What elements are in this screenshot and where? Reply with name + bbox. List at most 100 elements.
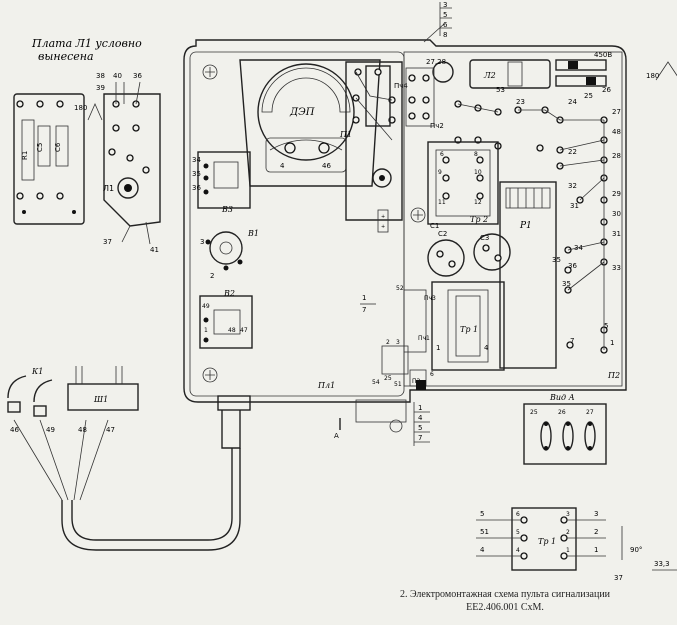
- pch2-label: Пч2: [430, 122, 444, 130]
- k1-label: К1: [31, 367, 43, 376]
- svg-text:33: 33: [612, 264, 621, 272]
- switch-b1: В1 3 2: [200, 229, 259, 280]
- board-l1-plate: [13, 93, 85, 225]
- svg-text:25: 25: [584, 92, 593, 100]
- svg-text:31: 31: [570, 202, 579, 210]
- svg-text:26: 26: [558, 409, 566, 416]
- svg-text:32: 32: [568, 182, 577, 190]
- svg-text:22: 22: [568, 148, 577, 156]
- angle-180: 180: [646, 61, 677, 81]
- svg-text:2: 2: [386, 339, 390, 346]
- svg-text:48: 48: [228, 327, 236, 334]
- svg-text:4: 4: [418, 414, 423, 422]
- svg-text:6: 6: [440, 151, 444, 158]
- caption-line2: ЕЕ2.406.001 СхМ.: [466, 602, 544, 613]
- svg-text:3: 3: [594, 510, 598, 518]
- c5-label: С5: [36, 143, 44, 152]
- c1-label: С1: [430, 222, 439, 230]
- svg-text:24: 24: [568, 98, 577, 106]
- r1-label: R1: [21, 151, 29, 160]
- svg-text:23: 23: [516, 98, 525, 106]
- terminal-grid: 53 23 22 27 48 28 29 30 31 33 32 31 34 3…: [454, 86, 621, 354]
- svg-text:1: 1: [610, 339, 614, 347]
- capacitors-c2-c3: С2 С3 С1: [427, 222, 511, 277]
- svg-text:5: 5: [480, 510, 484, 518]
- svg-text:2: 2: [594, 528, 598, 536]
- svg-text:40: 40: [113, 72, 122, 80]
- relay-b2: В2 49 48 47 1: [199, 289, 253, 349]
- caption-line1: 2. Электромонтажная схема пульта сигнали…: [399, 589, 611, 600]
- svg-text:25: 25: [384, 375, 392, 382]
- svg-text:90°: 90°: [630, 546, 642, 554]
- p2-label: П2: [607, 371, 620, 380]
- svg-text:46: 46: [322, 162, 331, 170]
- sh1-label: Ш1: [93, 395, 108, 404]
- transformer-tr2: Тр 2 6 8 9 10 11 12: [427, 141, 499, 225]
- svg-text:47: 47: [106, 426, 115, 434]
- dep-label: ДЭП: [289, 107, 315, 118]
- svg-text:7: 7: [570, 337, 574, 345]
- svg-text:3: 3: [200, 238, 204, 246]
- meter-dep: ДЭП 4 46: [239, 59, 381, 187]
- pch4-label: Пч4: [394, 82, 408, 90]
- b3-label: В3: [221, 205, 233, 214]
- svg-text:6: 6: [443, 21, 448, 29]
- screw-mid: [410, 207, 426, 223]
- svg-text:3: 3: [443, 1, 447, 9]
- svg-text:3: 3: [396, 339, 400, 346]
- svg-text:5: 5: [418, 424, 422, 432]
- svg-text:1: 1: [594, 546, 598, 554]
- svg-text:49: 49: [202, 303, 210, 310]
- svg-text:36: 36: [568, 262, 577, 270]
- relay-r1: Р1: [499, 181, 557, 369]
- svg-text:+: +: [381, 224, 385, 230]
- svg-text:51: 51: [480, 528, 489, 536]
- svg-text:5: 5: [443, 11, 447, 19]
- svg-text:53: 53: [496, 86, 505, 94]
- svg-text:2: 2: [566, 529, 570, 536]
- angle-90: 90° 37 33,3: [614, 526, 677, 582]
- svg-text:5: 5: [604, 322, 608, 330]
- p1-label: П1: [339, 130, 352, 139]
- cable-harness: А: [13, 395, 407, 551]
- svg-text:4: 4: [280, 162, 285, 170]
- svg-text:48: 48: [612, 128, 621, 136]
- transformer-tr1: Тр 1 1 4: [431, 281, 505, 371]
- svg-text:5: 5: [516, 529, 520, 536]
- svg-text:8: 8: [443, 31, 447, 39]
- console-housing: [183, 39, 627, 403]
- board-p1: П1 ++: [339, 61, 403, 233]
- svg-text:33,3: 33,3: [654, 560, 670, 568]
- bottom-panel: Пч3 Пч1 П3 1 7 52 2 3 25 54 51 6: [360, 285, 436, 390]
- resistor-r1: [21, 119, 35, 181]
- svg-text:35: 35: [192, 170, 201, 178]
- top-stack: 3 5 6 8: [423, 1, 452, 43]
- svg-text:27: 27: [586, 409, 594, 416]
- svg-text:2: 2: [210, 272, 214, 280]
- svg-text:1: 1: [362, 294, 366, 302]
- svg-text:41: 41: [150, 246, 159, 254]
- svg-text:39: 39: [96, 84, 105, 92]
- svg-text:1: 1: [418, 404, 422, 412]
- svg-text:8: 8: [474, 151, 478, 158]
- svg-text:27: 27: [612, 108, 621, 116]
- svg-text:1: 1: [204, 327, 208, 334]
- svg-text:49: 49: [46, 426, 55, 434]
- svg-text:52: 52: [396, 285, 404, 292]
- c3-label: С3: [480, 234, 489, 242]
- tr1-label: Тр 1: [460, 325, 478, 334]
- svg-text:7: 7: [362, 306, 366, 314]
- svg-text:27,28: 27,28: [426, 58, 446, 66]
- svg-text:30: 30: [612, 210, 621, 218]
- fuse-rating: 450В: [594, 51, 612, 59]
- pl1-label: Пл1: [317, 381, 335, 390]
- connector-k1: К1: [7, 367, 53, 417]
- view-a: Вид А 25 26 27: [523, 393, 607, 465]
- lamp-p1: [372, 168, 392, 188]
- svg-text:А: А: [334, 432, 339, 440]
- terminal-pch: Пч4 Пч2: [365, 65, 444, 130]
- svg-text:4: 4: [516, 547, 520, 554]
- svg-text:26: 26: [602, 86, 611, 94]
